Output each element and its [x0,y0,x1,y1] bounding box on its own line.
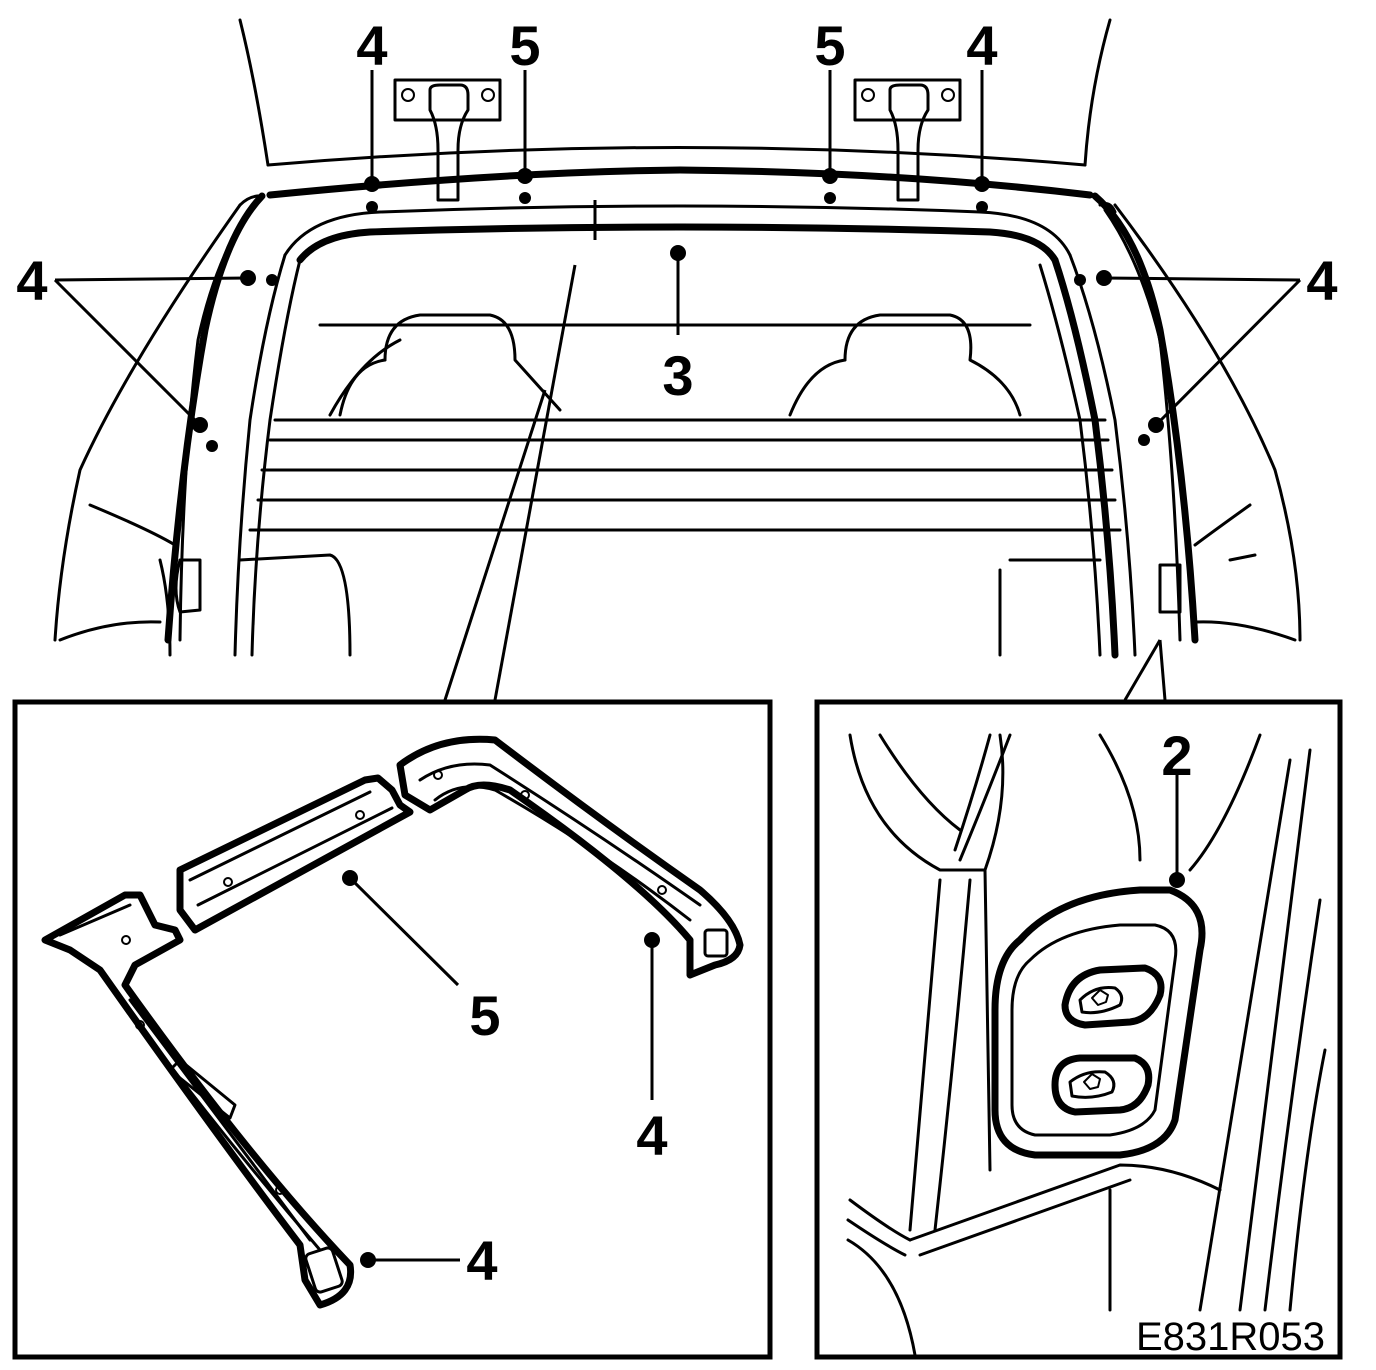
roof-edge [266,146,1087,167]
right-headrest [843,313,1022,417]
figure-reference-code: E831R053 [1136,1315,1325,1359]
right-trim-strip [1091,192,1199,644]
left-headrest [383,313,562,412]
window-frame-top [296,223,1059,264]
right-hinge [853,78,962,202]
top-trim-strip [266,166,1094,199]
callout-4-side-right: 4 [1306,249,1337,312]
window-frame-right [1051,256,1119,659]
callout-4-detail-right: 4 [636,1104,667,1167]
trim-piece-5 [176,774,414,934]
latch-slot-lower [1051,1054,1153,1116]
callout-4-top-left: 4 [356,14,387,77]
right-body-outline [1113,203,1302,642]
latch-bracket [991,886,1206,1159]
detail-box-trim-pieces: 5 4 4 [12,699,773,1360]
callout-2-detail: 2 [1161,724,1192,787]
trim-piece-4-bottom [41,891,355,1309]
latch-slot-upper [1061,964,1165,1029]
right-outer-contour [1083,18,1112,167]
callout-5-detail: 5 [469,984,500,1047]
detail-frame-right [814,699,1343,1360]
left-hinge [393,78,502,202]
left-outer-contour [238,18,270,167]
main-view-rear-window: 4 5 5 4 4 4 3 [16,14,1338,701]
callout-3-center: 3 [662,344,693,407]
trim-piece-4-right [396,735,744,979]
left-body-outline [53,203,242,642]
callout-5-top-left: 5 [509,14,540,77]
window-frame-left [250,258,302,657]
detail-box-latch-bracket: 2 E831R053 [814,699,1343,1360]
callout-4-detail-bottom: 4 [466,1229,497,1292]
callout-4-top-right: 4 [966,14,997,77]
callout-4-side-left: 4 [16,249,47,312]
callout-5-top-right: 5 [814,14,845,77]
